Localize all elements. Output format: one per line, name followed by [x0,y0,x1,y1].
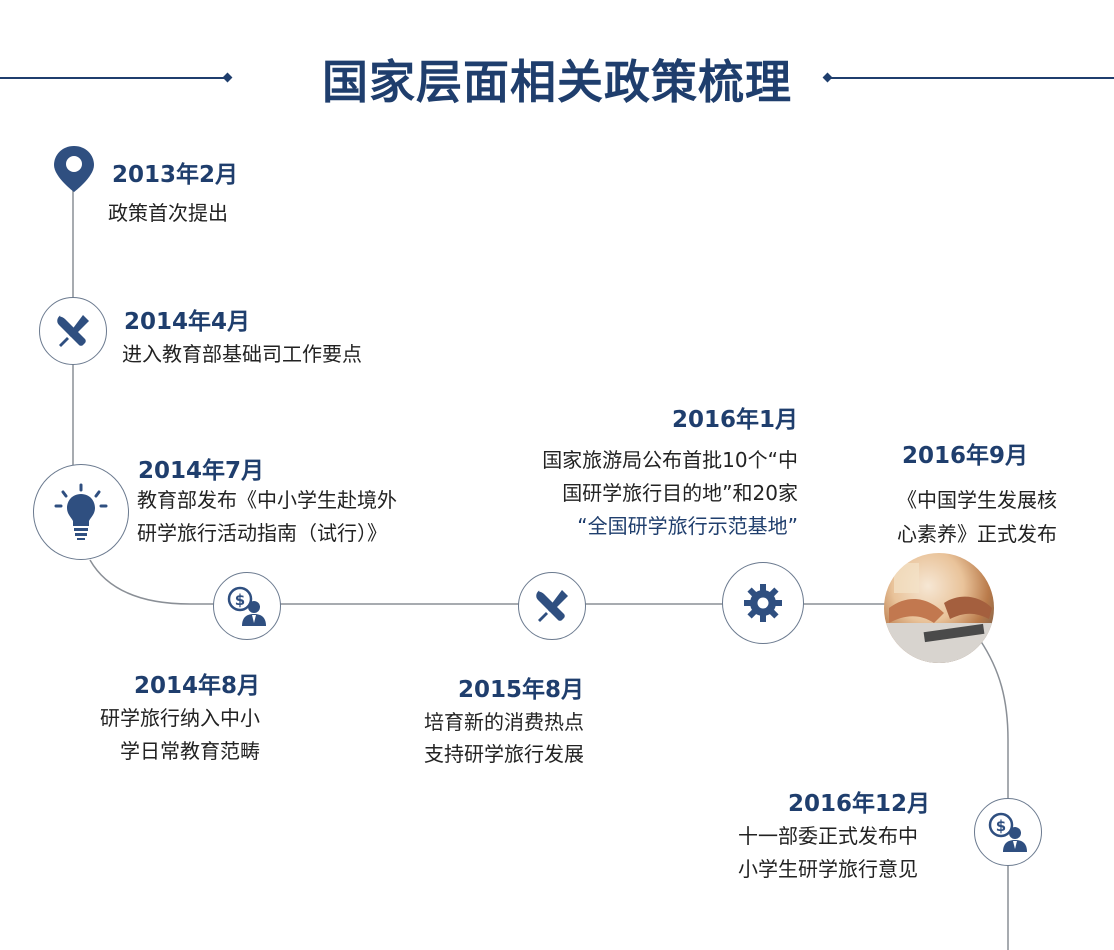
event-date-4: 2014年8月 [133,673,260,699]
event-desc-4-line-1: 研学旅行纳入中小 [100,706,260,730]
business-photo [884,553,994,663]
event-date-8: 2016年12月 [787,791,930,817]
event-date-3: 2014年7月 [138,458,265,484]
location-pin-icon [52,144,96,194]
wrench-screwdriver-icon [518,572,586,640]
svg-text:$: $ [996,817,1006,835]
dollar-person-icon: $ [974,798,1042,866]
event-date-1: 2013年2月 [112,162,239,188]
event-date-5: 2015年8月 [457,677,584,703]
wrench-screwdriver-icon [39,297,107,365]
event-desc-7-line-1: 《中国学生发展核 [897,488,1057,512]
event-desc-5-line-1: 培育新的消费热点 [424,710,584,734]
title-rule-right [829,77,1114,79]
event-desc-1-line-1: 政策首次提出 [108,201,228,225]
event-desc-6-line-1: 国家旅游局公布首批10个“中 [542,448,798,472]
page-title: 国家层面相关政策梳理 [322,55,792,109]
event-desc-4-line-2: 学日常教育范畴 [120,739,260,763]
svg-text:$: $ [235,591,245,609]
event-desc-7-line-2: 心素养》正式发布 [897,522,1057,546]
event-date-7: 2016年9月 [901,443,1028,469]
dollar-person-icon: $ [213,572,281,640]
event-desc-5-line-2: 支持研学旅行发展 [424,742,584,766]
event-desc-8-line-1: 十一部委正式发布中 [738,824,918,848]
event-desc-3-line-1: 教育部发布《中小学生赴境外 [137,488,397,512]
gear-icon [722,562,804,644]
event-desc-2-line-1: 进入教育部基础司工作要点 [122,342,362,366]
event-desc-8-line-2: 小学生研学旅行意见 [738,857,918,881]
event-desc-3-line-2: 研学旅行活动指南（试行）》 [137,521,387,545]
event-desc-6-line-3: “全国研学旅行示范基地” [577,514,798,538]
event-date-2: 2014年4月 [124,309,251,335]
event-date-6: 2016年1月 [671,407,798,433]
event-desc-6-line-2: 国研学旅行目的地”和20家 [562,481,798,505]
title-rule-left [0,77,226,79]
lightbulb-icon [33,464,129,560]
